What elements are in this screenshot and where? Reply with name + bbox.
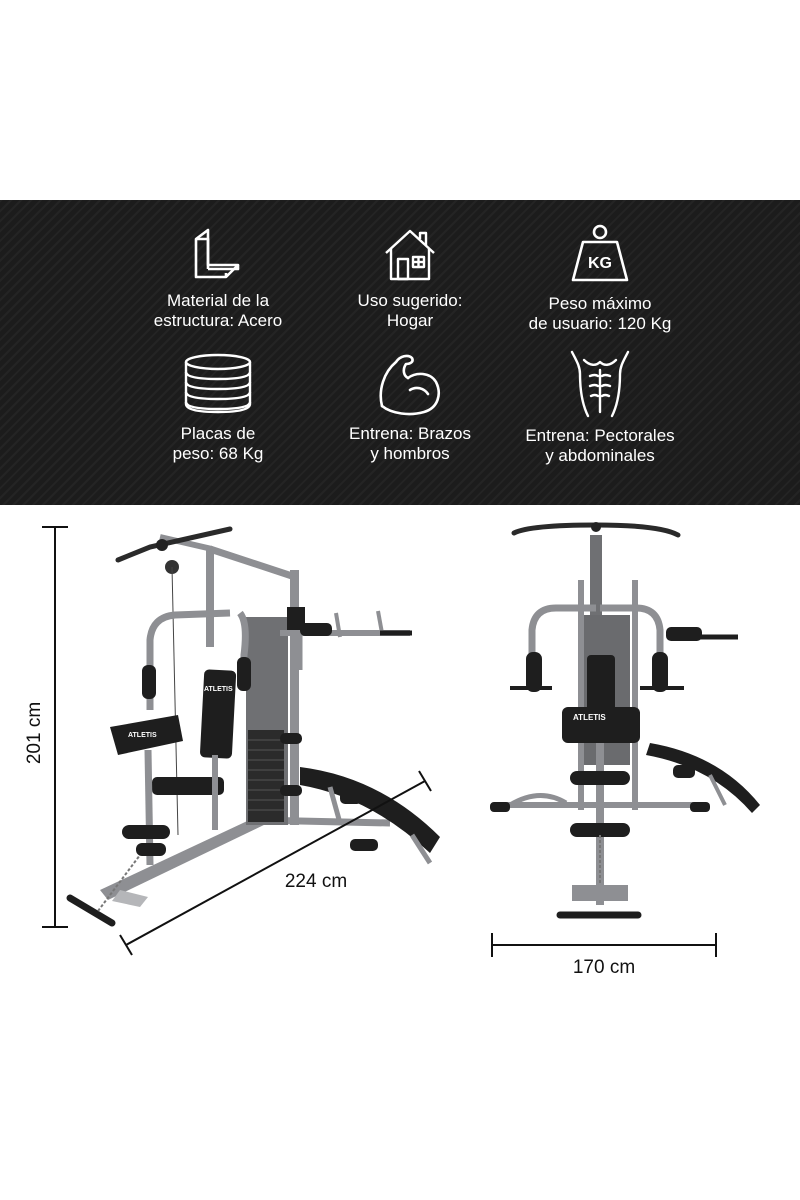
depth-label: 224 cm — [285, 871, 347, 892]
feature-arms: Entrena: Brazos y hombros — [300, 350, 520, 464]
brand-logo-right: ATLETIS — [573, 713, 606, 722]
brand-logo-left: ATLETIS — [204, 686, 233, 693]
features-banner — [0, 200, 800, 505]
height-label: 201 cm — [24, 702, 45, 764]
feature-arms-label: Entrena: Brazos y hombros — [349, 424, 471, 463]
depth-dimension — [119, 770, 432, 956]
feature-max-weight: KG Peso máximo de usuario: 120 Kg — [490, 222, 710, 334]
feature-material-label: Material de la estructura: Acero — [153, 291, 283, 330]
house-icon — [385, 229, 435, 281]
brand-logo-pad: ATLETIS — [128, 732, 157, 739]
abs-torso-icon — [570, 350, 630, 418]
product-dimensions-area: 201 cm ATLETIS — [24, 522, 760, 978]
weight-badge-text: KG — [588, 255, 612, 272]
feature-chest: Entrena: Pectorales y abdominales — [490, 350, 710, 466]
weight-plates-stack-icon — [184, 353, 252, 414]
feature-use: Uso sugerido: Hogar — [300, 225, 520, 331]
angle-steel-icon — [194, 228, 240, 279]
height-dimension — [42, 526, 68, 928]
feature-chest-label: Entrena: Pectorales y abdominales — [525, 426, 675, 465]
feature-max-weight-label: Peso máximo de usuario: 120 Kg — [528, 294, 672, 333]
feature-use-label: Uso sugerido: Hogar — [357, 291, 463, 330]
gym-machine-front-view: ATLETIS — [490, 522, 760, 919]
feature-plates-label: Placas de peso: 68 Kg — [172, 424, 264, 463]
width-label: 170 cm — [573, 957, 635, 978]
kettlebell-weight-icon: KG — [571, 224, 629, 282]
width-dimension — [491, 933, 717, 957]
feature-plates: Placas de peso: 68 Kg — [108, 352, 328, 464]
gym-machine-angled-view: ATLETIS ATLETIS — [66, 526, 440, 927]
flexed-arm-icon — [379, 354, 440, 416]
feature-material: Material de la estructura: Acero — [108, 225, 328, 331]
